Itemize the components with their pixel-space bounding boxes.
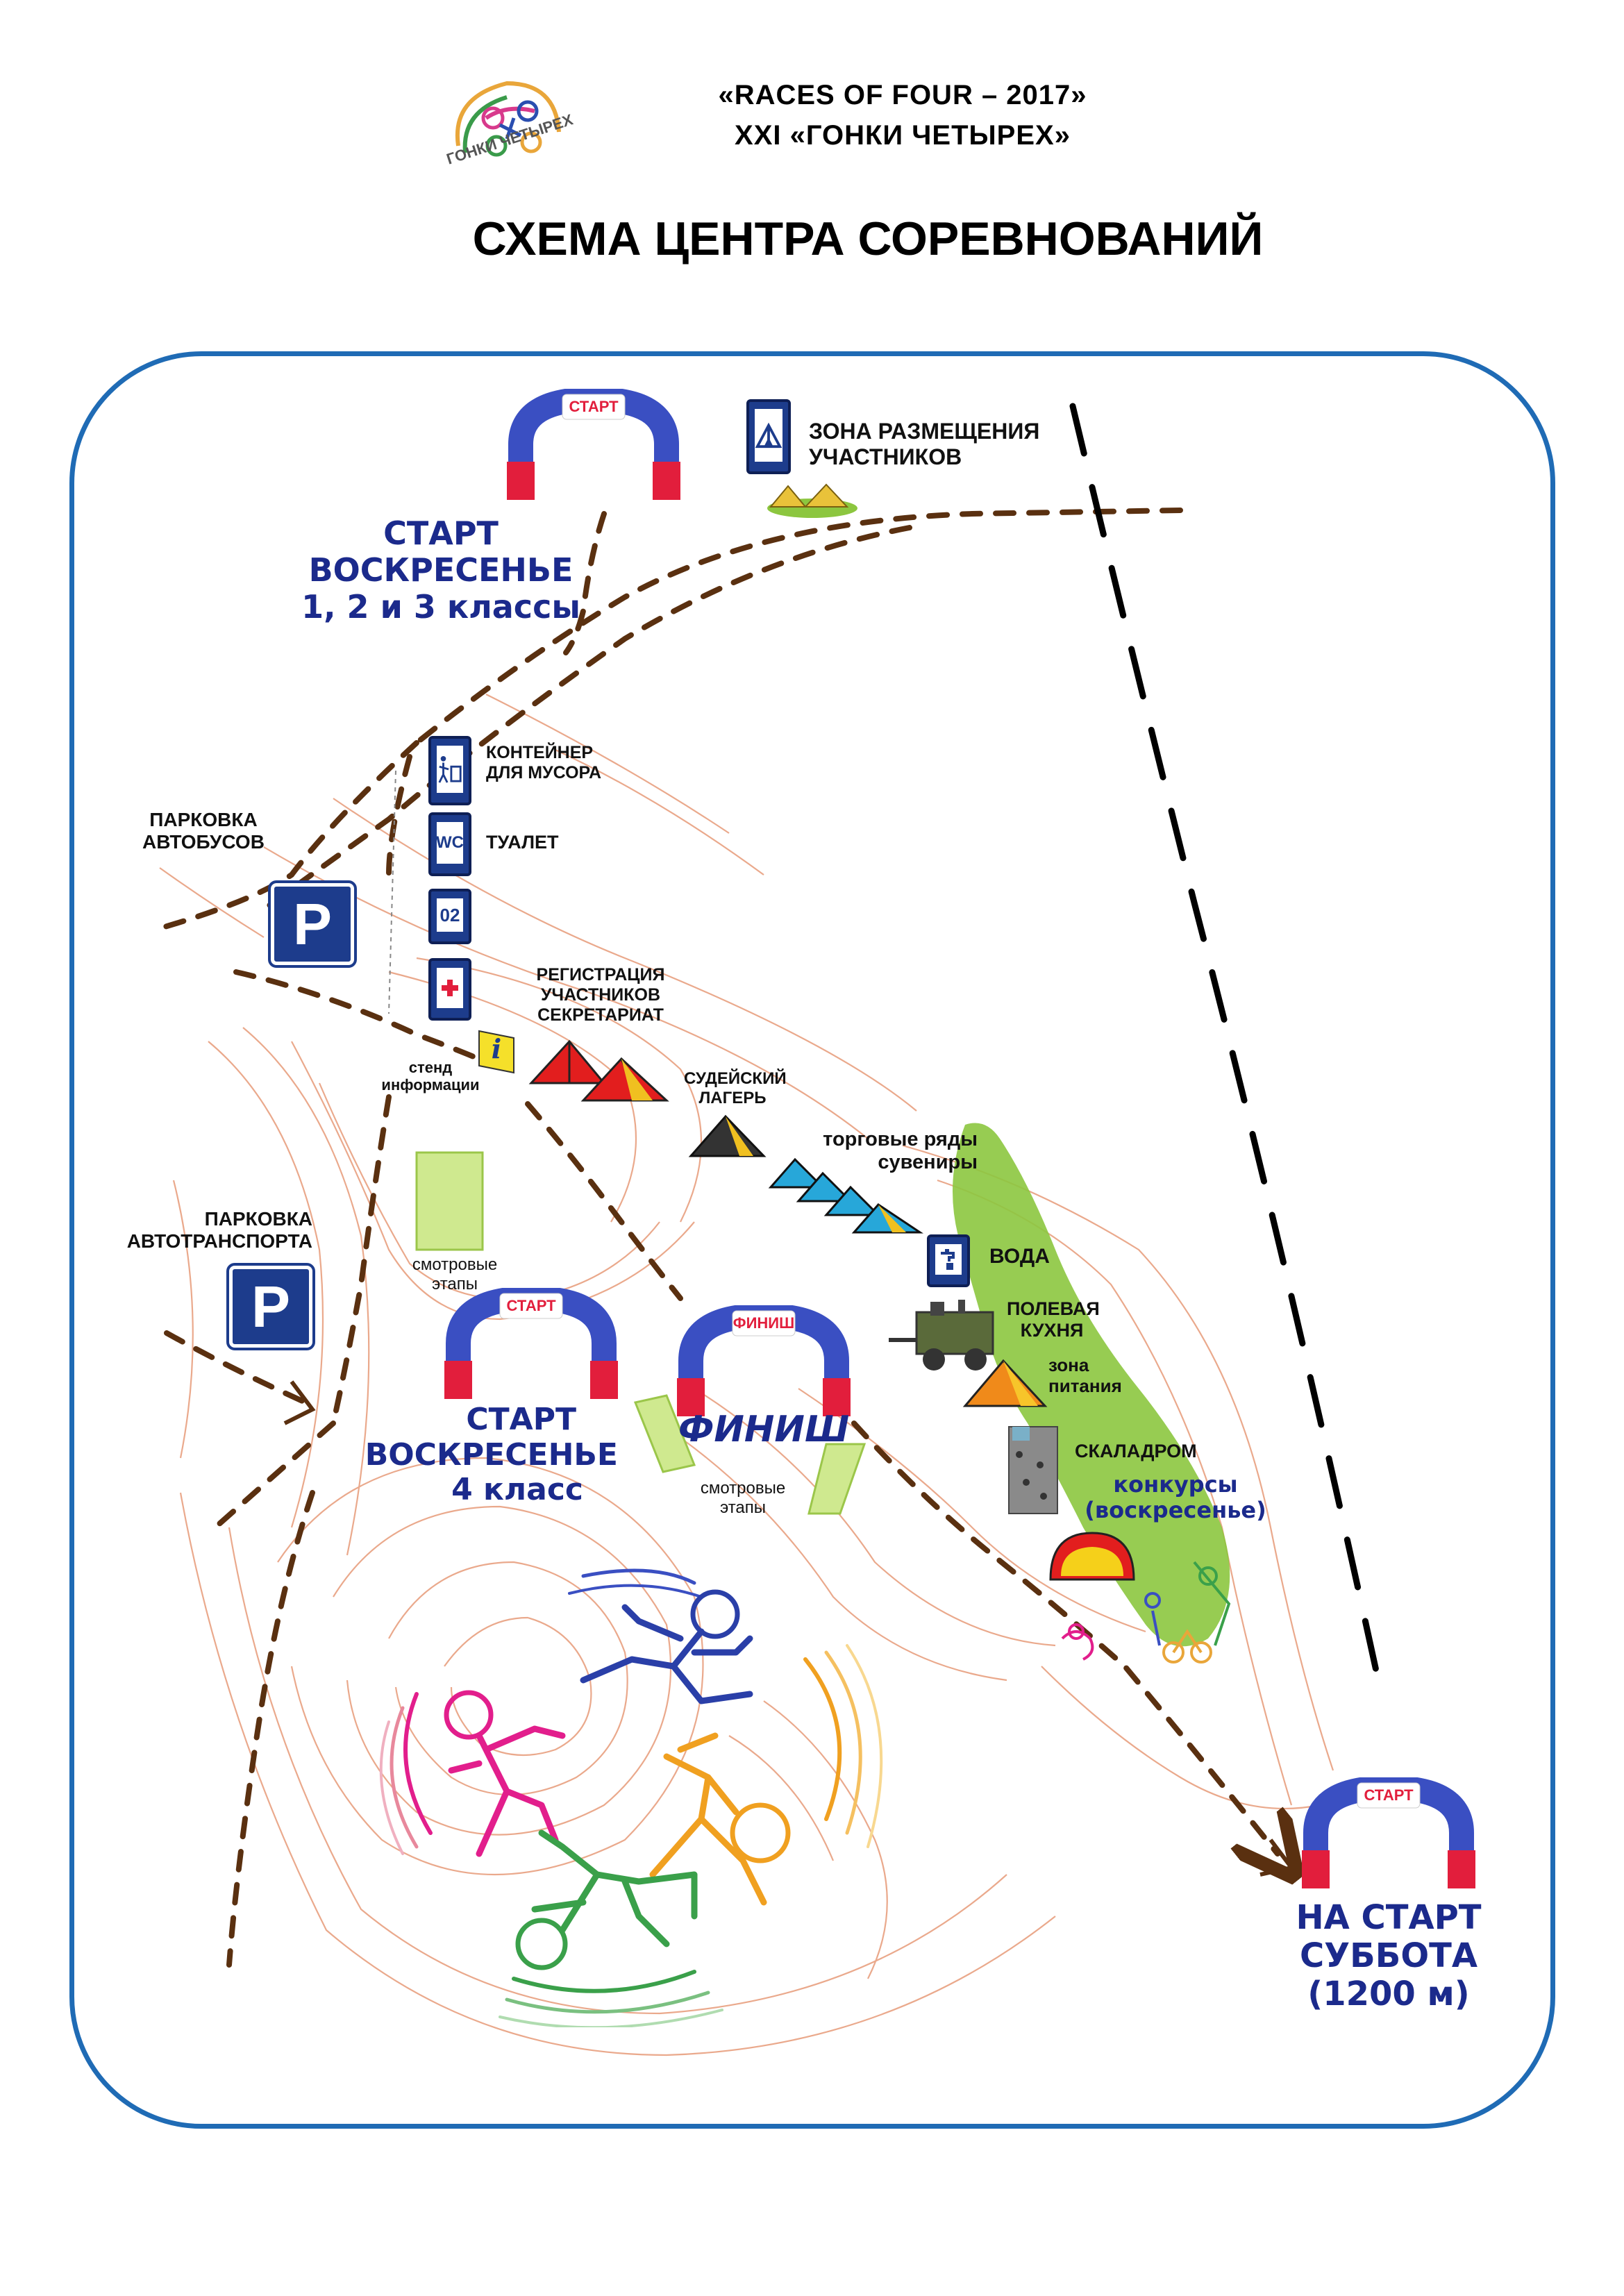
label-food-zone: зона питания — [1048, 1355, 1122, 1396]
tent-icon — [755, 409, 782, 462]
green-zone — [953, 1123, 1230, 1647]
label-viewing-stages-2: смотровые этапы — [700, 1479, 786, 1517]
contest-figures-icon — [1048, 1520, 1236, 1666]
label-start-sunday-4: СТАРТ ВОСКРЕСЕНЬЕ 4 класс — [365, 1402, 618, 1508]
water-sign — [927, 1234, 970, 1287]
start-arch-sunday-123: СТАРТ — [507, 386, 680, 507]
trail-paths — [150, 508, 1278, 1968]
trash-sign — [428, 736, 471, 805]
label-trade: торговые ряды сувениры — [823, 1128, 978, 1174]
start-arch-saturday: СТАРТ — [1302, 1775, 1475, 1895]
label-trash: КОНТЕЙНЕР ДЛЯ МУСОРА — [486, 743, 602, 782]
label-water: ВОДА — [989, 1245, 1050, 1268]
label-bus-parking: ПАРКОВКА АВТОБУСОВ — [142, 809, 265, 853]
toilet-sign: WC — [428, 812, 471, 876]
viewing-zone-1 — [415, 1151, 484, 1251]
label-field-kitchen: ПОЛЕВАЯ КУХНЯ — [1007, 1298, 1100, 1341]
label-registration: РЕГИСТРАЦИЯ УЧАСТНИКОВ СЕКРЕТАРИАТ — [536, 965, 665, 1025]
field-kitchen-icon — [889, 1298, 1007, 1375]
label-judges-camp: СУДЕЙСКИЙ ЛАГЕРЬ — [684, 1069, 787, 1107]
label-toilet: ТУАЛЕТ — [486, 832, 559, 853]
viewing-zone-3 — [807, 1443, 867, 1515]
label-climbing: СКАЛАДРОМ — [1075, 1441, 1197, 1461]
arch-label: СТАРТ — [569, 398, 619, 415]
map-frame — [69, 351, 1555, 2129]
header-line-1: «RACES OF FOUR – 2017» — [718, 80, 1087, 110]
label-contests: конкурсы (воскресенье) — [1085, 1471, 1266, 1523]
info-stand-sign: i — [472, 1028, 521, 1076]
police-icon: 02 — [437, 898, 463, 932]
first-aid-sign — [428, 958, 471, 1021]
bus-parking-sign: P — [268, 880, 357, 968]
first-aid-icon — [437, 968, 463, 1008]
arch-label: СТАРТ — [506, 1297, 556, 1314]
registration-tents-icon — [528, 1034, 673, 1104]
finish-arch: ФИНИШ — [677, 1302, 851, 1423]
trash-bin-icon — [437, 746, 463, 793]
page-title: СХЕМА ЦЕНТРА СОРЕВНОВАНИЙ — [472, 212, 1264, 265]
label-viewing-stages-1: смотровые этапы — [412, 1255, 498, 1293]
header-line-2: XXI «ГОНКИ ЧЕТЫРЕХ» — [735, 120, 1071, 151]
water-tap-icon — [935, 1244, 962, 1275]
label-start-sunday-123: СТАРТ ВОСКРЕСЕНЬЕ 1, 2 и 3 классы — [301, 514, 580, 626]
viewing-zone-2 — [633, 1394, 696, 1473]
wc-icon: WC — [436, 822, 464, 864]
judges-tent-icon — [687, 1111, 771, 1159]
start-arch-sunday-4: СТАРТ — [444, 1285, 618, 1406]
trade-tents-icon — [767, 1153, 927, 1243]
arch-label: СТАРТ — [1364, 1786, 1414, 1804]
contest-dome-icon — [1047, 1527, 1137, 1583]
car-parking-sign: P — [226, 1263, 315, 1350]
label-car-parking: ПАРКОВКА АВТОТРАНСПОРТА — [126, 1208, 312, 1252]
trail-arrows — [283, 1380, 1296, 1877]
info-icon: i — [491, 1033, 502, 1064]
climbing-wall-icon — [1005, 1423, 1061, 1517]
food-tent-icon — [962, 1354, 1052, 1409]
road-to-saturday-start — [1069, 403, 1382, 1684]
label-info-stand: стенд информации — [381, 1059, 480, 1094]
label-finish: ФИНИШ — [678, 1409, 850, 1450]
arch-label: ФИНИШ — [733, 1314, 795, 1332]
label-camp-zone: ЗОНА РАЗМЕЩЕНИЯ УЧАСТНИКОВ — [809, 419, 1040, 469]
police-sign: 02 — [428, 889, 471, 944]
runners-illustration — [375, 1555, 903, 2029]
camp-tents-icon — [764, 472, 861, 521]
event-logo: ГОНКИ ЧЕТЫРЕХ — [444, 69, 575, 187]
label-to-start-saturday: НА СТАРТ СУББОТА (1200 м) — [1296, 1898, 1482, 2014]
camping-sign — [746, 399, 791, 474]
